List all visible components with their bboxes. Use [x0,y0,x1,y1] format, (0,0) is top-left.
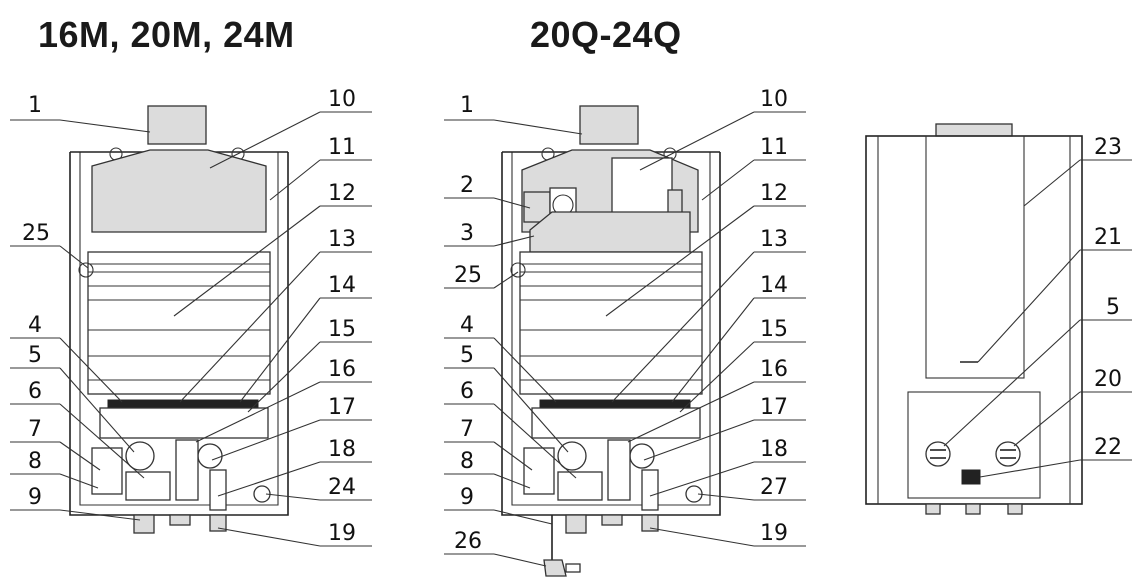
display-indicator [961,469,981,485]
unit-front-exterior [865,123,1083,515]
callout-12: 12 [760,181,788,206]
water-valve-dial [197,443,223,469]
callout-17: 17 [328,395,356,420]
overheat-sensor [78,262,94,278]
fan-box [611,157,673,219]
callout-9: 9 [28,485,42,510]
callout-20: 20 [1094,367,1122,392]
callout-7: 7 [460,417,474,442]
front-casing [865,135,1083,505]
callout-19: 19 [328,521,356,546]
callout-8: 8 [28,449,42,474]
callout-4: 4 [28,313,42,338]
callout-11: 11 [760,135,788,160]
unit-front-callouts: 23 21 5 20 22 [943,135,1132,478]
callout-4: 4 [460,313,474,338]
callout-13: 13 [328,227,356,252]
callout-10: 10 [760,87,788,112]
unit-m-internal [69,105,289,534]
draft-hood [91,149,267,233]
title-models-m: 16M, 20M, 24M [38,14,295,55]
top-flue [935,123,1013,137]
callout-1: 1 [28,93,42,118]
control-panel [907,391,1041,499]
callout-3: 3 [460,221,474,246]
callout-25: 25 [22,221,50,246]
power-plug [543,559,567,577]
callout-6: 6 [460,379,474,404]
water-inlet [169,514,191,526]
callout-7: 7 [28,417,42,442]
callout-1: 1 [460,93,474,118]
callout-16: 16 [328,357,356,382]
callout-8: 8 [460,449,474,474]
callout-14: 14 [760,273,788,298]
callout-15: 15 [328,317,356,342]
callout-15: 15 [760,317,788,342]
heat-exchanger [87,251,271,395]
callout-24: 24 [328,475,356,500]
callout-10: 10 [328,87,356,112]
unit-q-callouts: 1 2 3 25 4 5 6 7 8 9 26 10 11 [444,87,806,567]
callout-26: 26 [454,529,482,554]
callout-6: 6 [28,379,42,404]
knob-right[interactable] [995,441,1021,467]
callout-21: 21 [1094,225,1122,250]
callout-5: 5 [28,343,42,368]
callout-14: 14 [328,273,356,298]
front-window [925,135,1025,379]
callout-27: 27 [760,475,788,500]
callout-12: 12 [328,181,356,206]
callout-23: 23 [1094,135,1122,160]
callout-22: 22 [1094,435,1122,460]
callout-2: 2 [460,173,474,198]
callout-13: 13 [760,227,788,252]
callout-18: 18 [760,437,788,462]
callout-5: 5 [460,343,474,368]
callout-25: 25 [454,263,482,288]
callout-16: 16 [760,357,788,382]
burner [107,399,259,409]
gas-valve-dial [125,441,155,471]
knob-left[interactable] [925,441,951,467]
callout-11: 11 [328,135,356,160]
callout-19: 19 [760,521,788,546]
callout-5: 5 [1106,295,1120,320]
water-outlet [209,514,227,532]
title-models-q: 20Q-24Q [530,14,682,55]
control-unit [91,447,123,495]
unit-m-callouts: 1 25 4 5 6 7 8 9 10 11 12 13 14 [10,87,372,547]
flue-collar [147,105,207,145]
callout-18: 18 [328,437,356,462]
unit-q-internal [501,105,721,577]
flue-collar [579,105,639,145]
callout-9: 9 [460,485,474,510]
callout-17: 17 [760,395,788,420]
gas-inlet [133,514,155,534]
